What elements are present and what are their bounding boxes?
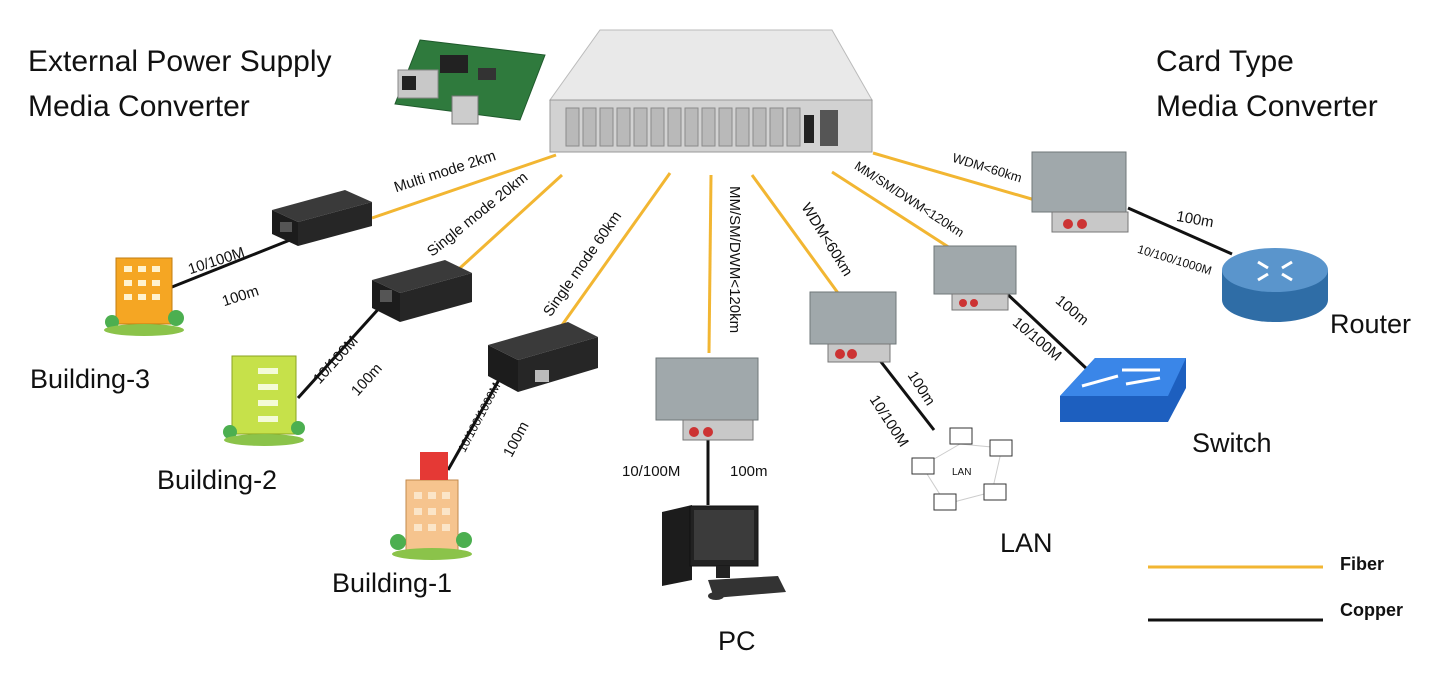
copper-line-building1 bbox=[446, 377, 502, 471]
copper-line-switch bbox=[1001, 288, 1090, 372]
label-router: Router bbox=[1330, 309, 1412, 339]
copper-label-pc-dist: 100m bbox=[730, 463, 768, 480]
fiber-line-switch bbox=[831, 170, 951, 250]
card-converter-lan-icon bbox=[809, 291, 897, 363]
converter-building1-icon bbox=[488, 322, 598, 392]
label-building1: Building-1 bbox=[332, 568, 453, 598]
fiber-lines bbox=[371, 151, 1036, 354]
lan-cluster-icon bbox=[911, 427, 1013, 511]
title-left-line2: Media Converter bbox=[28, 90, 250, 123]
copper-line-building3 bbox=[171, 238, 291, 289]
title-right-line1: Card Type bbox=[1156, 45, 1294, 78]
fiber-line-lan bbox=[750, 174, 840, 294]
pc-icon bbox=[662, 505, 786, 600]
label-building3: Building-3 bbox=[30, 364, 151, 394]
fiber-line-building3 bbox=[371, 153, 557, 220]
copper-label-pc-speed: 10/100M bbox=[622, 463, 681, 480]
fiber-line-building1 bbox=[553, 172, 672, 336]
card-converter-router-icon bbox=[1031, 151, 1129, 233]
label-lan: LAN bbox=[1000, 528, 1053, 558]
switch-icon bbox=[1060, 358, 1186, 422]
copper-lines bbox=[171, 206, 1233, 505]
fiber-label-pc: MM/SM/DWM<120km bbox=[726, 186, 743, 334]
building3-icon bbox=[104, 257, 184, 336]
router-icon bbox=[1222, 248, 1328, 322]
card-converter-switch-icon bbox=[933, 245, 1017, 311]
card-converter-pc-icon bbox=[655, 357, 759, 441]
fiber-line-router bbox=[872, 151, 1036, 202]
legend-copper-label: Copper bbox=[1340, 600, 1403, 620]
label-lan-inner: LAN bbox=[952, 467, 972, 478]
copper-line-building2 bbox=[296, 303, 384, 400]
converter-building2-icon bbox=[372, 260, 472, 322]
pcb-card-icon bbox=[394, 39, 546, 125]
copper-line-lan bbox=[876, 357, 936, 431]
fiber-line-building2 bbox=[458, 173, 564, 270]
fiber-line-pc bbox=[707, 174, 713, 354]
converter-building3-icon bbox=[272, 190, 372, 246]
title-right-line2: Media Converter bbox=[1156, 90, 1378, 123]
chassis-icon bbox=[549, 29, 873, 153]
building2-icon bbox=[223, 355, 305, 446]
label-pc: PC bbox=[718, 626, 756, 656]
title-left-line1: External Power Supply bbox=[28, 45, 332, 78]
copper-line-router bbox=[1127, 206, 1233, 256]
building1-icon bbox=[390, 452, 472, 560]
label-building2: Building-2 bbox=[157, 465, 278, 495]
legend-fiber-label: Fiber bbox=[1340, 554, 1385, 574]
label-switch: Switch bbox=[1192, 428, 1272, 458]
